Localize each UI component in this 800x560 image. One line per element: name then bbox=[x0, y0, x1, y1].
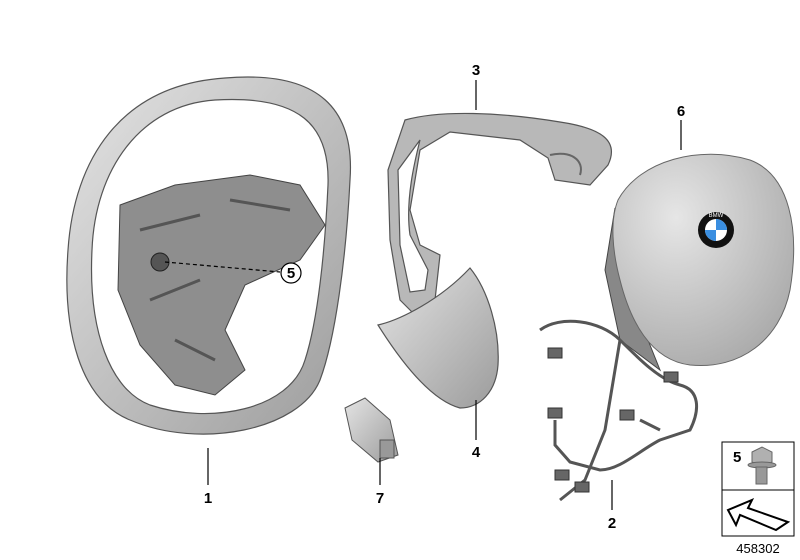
callout-4[interactable]: 4 bbox=[472, 444, 481, 461]
callout-1[interactable]: 1 bbox=[204, 490, 212, 507]
callout-7[interactable]: 7 bbox=[376, 490, 384, 507]
legend-box: 5 bbox=[721, 441, 795, 537]
logo-text: BMW bbox=[709, 213, 724, 219]
airbag-part-6[interactable]: BMW bbox=[604, 153, 795, 372]
wiring-harness-part-2[interactable] bbox=[539, 319, 699, 502]
steering-wheel-part-1[interactable] bbox=[66, 76, 352, 435]
airbag-cover bbox=[612, 153, 795, 367]
sensor-part-7[interactable] bbox=[344, 397, 399, 463]
wheel-rim bbox=[66, 76, 352, 435]
lower-cover-part-4[interactable] bbox=[377, 267, 499, 409]
hub-detail bbox=[139, 198, 291, 362]
callout-2[interactable]: 2 bbox=[608, 515, 616, 532]
wheel-hub bbox=[117, 174, 326, 396]
leader-lines bbox=[164, 80, 682, 510]
bolt-icon bbox=[747, 446, 777, 485]
arrow-icon bbox=[726, 498, 791, 532]
trim-frame-part-3[interactable] bbox=[387, 112, 613, 316]
trim-frame-body bbox=[387, 112, 613, 316]
legend-label-5: 5 bbox=[733, 449, 741, 466]
bmw-logo: BMW bbox=[698, 212, 734, 248]
callout-6[interactable]: 6 bbox=[677, 103, 685, 120]
callout-5[interactable]: 5 bbox=[287, 265, 295, 282]
diagram-number: 458302 bbox=[736, 541, 779, 556]
trim-detail bbox=[549, 152, 582, 176]
callout-5-circle bbox=[280, 262, 302, 284]
callout-3[interactable]: 3 bbox=[472, 62, 480, 79]
